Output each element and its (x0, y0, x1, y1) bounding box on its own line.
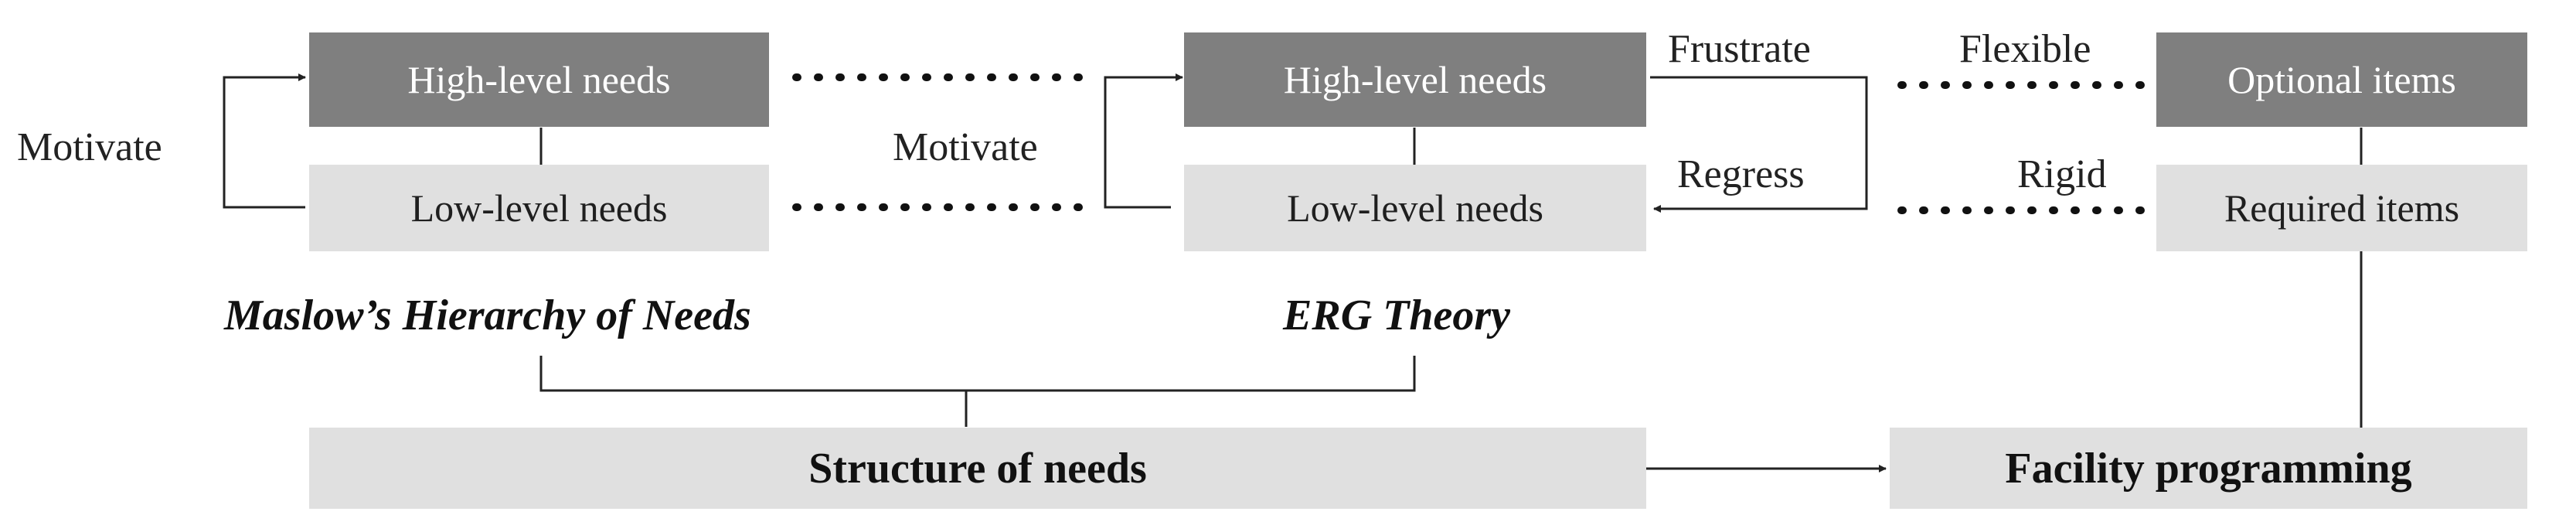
maslow-motivate-arrow (223, 73, 306, 209)
maslow-high-level-needs-box: High-level needs (309, 32, 769, 127)
erg-theory-title: ERG Theory (1283, 292, 1510, 339)
frustrate-label: Frustrate (1668, 27, 1811, 71)
erg-motivate-label: Motivate (893, 125, 1038, 169)
required-items-box: Required items (2156, 165, 2527, 251)
erg-low-level-needs-box: Low-level needs (1184, 165, 1646, 251)
theory-bracket (539, 356, 1416, 392)
maslow-low-level-needs-box: Low-level needs (309, 165, 769, 251)
optional-items-box: Optional items (2156, 32, 2527, 127)
flexible-label: Flexible (1959, 27, 2091, 71)
regress-label: Regress (1677, 152, 1805, 196)
structure-of-needs-box: Structure of needs (309, 428, 1646, 509)
erg-high-level-needs-box: High-level needs (1184, 32, 1646, 127)
rigid-label: Rigid (2017, 152, 2107, 196)
maslow-theory-title: Maslow’s Hierarchy of Needs (224, 292, 751, 339)
facility-programming-box: Facility programming (1890, 428, 2527, 509)
maslow-motivate-label: Motivate (17, 125, 162, 169)
erg-motivate-arrow (1104, 73, 1183, 209)
frustrate-regress-arrow (1650, 76, 1868, 213)
